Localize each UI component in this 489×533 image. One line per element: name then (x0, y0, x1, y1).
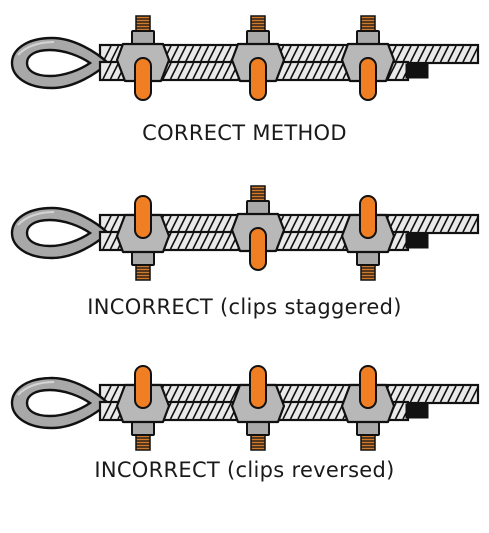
caption-incorrect-reversed: INCORRECT (clips reversed) (94, 458, 395, 482)
caption-incorrect-staggered: INCORRECT (clips staggered) (87, 295, 402, 319)
rope-assembly-correct (10, 15, 480, 101)
panel-correct-method: CORRECT METHOD (0, 0, 489, 170)
rope-clip-saddle-down (340, 195, 396, 281)
panel-incorrect-staggered: INCORRECT (clips staggered) (0, 170, 489, 340)
panel-incorrect-reversed: INCORRECT (clips reversed) (0, 340, 489, 510)
rope-clip-saddle-down (115, 195, 171, 281)
caption-correct-method: CORRECT METHOD (142, 121, 347, 145)
rope-clip-saddle-up (230, 15, 286, 101)
rope-clip-saddle-up (115, 15, 171, 101)
rope-clip-saddle-down (340, 365, 396, 451)
rope-clip-saddle-down (115, 365, 171, 451)
rope-clip-saddle-up (340, 15, 396, 101)
rope-clip-saddle-down (230, 365, 286, 451)
rope-assembly-staggered (10, 185, 480, 281)
thimble-eye (10, 376, 110, 430)
thimble-eye (10, 36, 110, 90)
thimble-eye (10, 206, 110, 260)
rope-end-cap (405, 63, 429, 79)
rope-assembly-reversed (10, 365, 480, 451)
rope-end-cap (405, 233, 429, 249)
rope-clip-saddle-up (230, 185, 286, 271)
rope-end-cap (405, 403, 429, 419)
